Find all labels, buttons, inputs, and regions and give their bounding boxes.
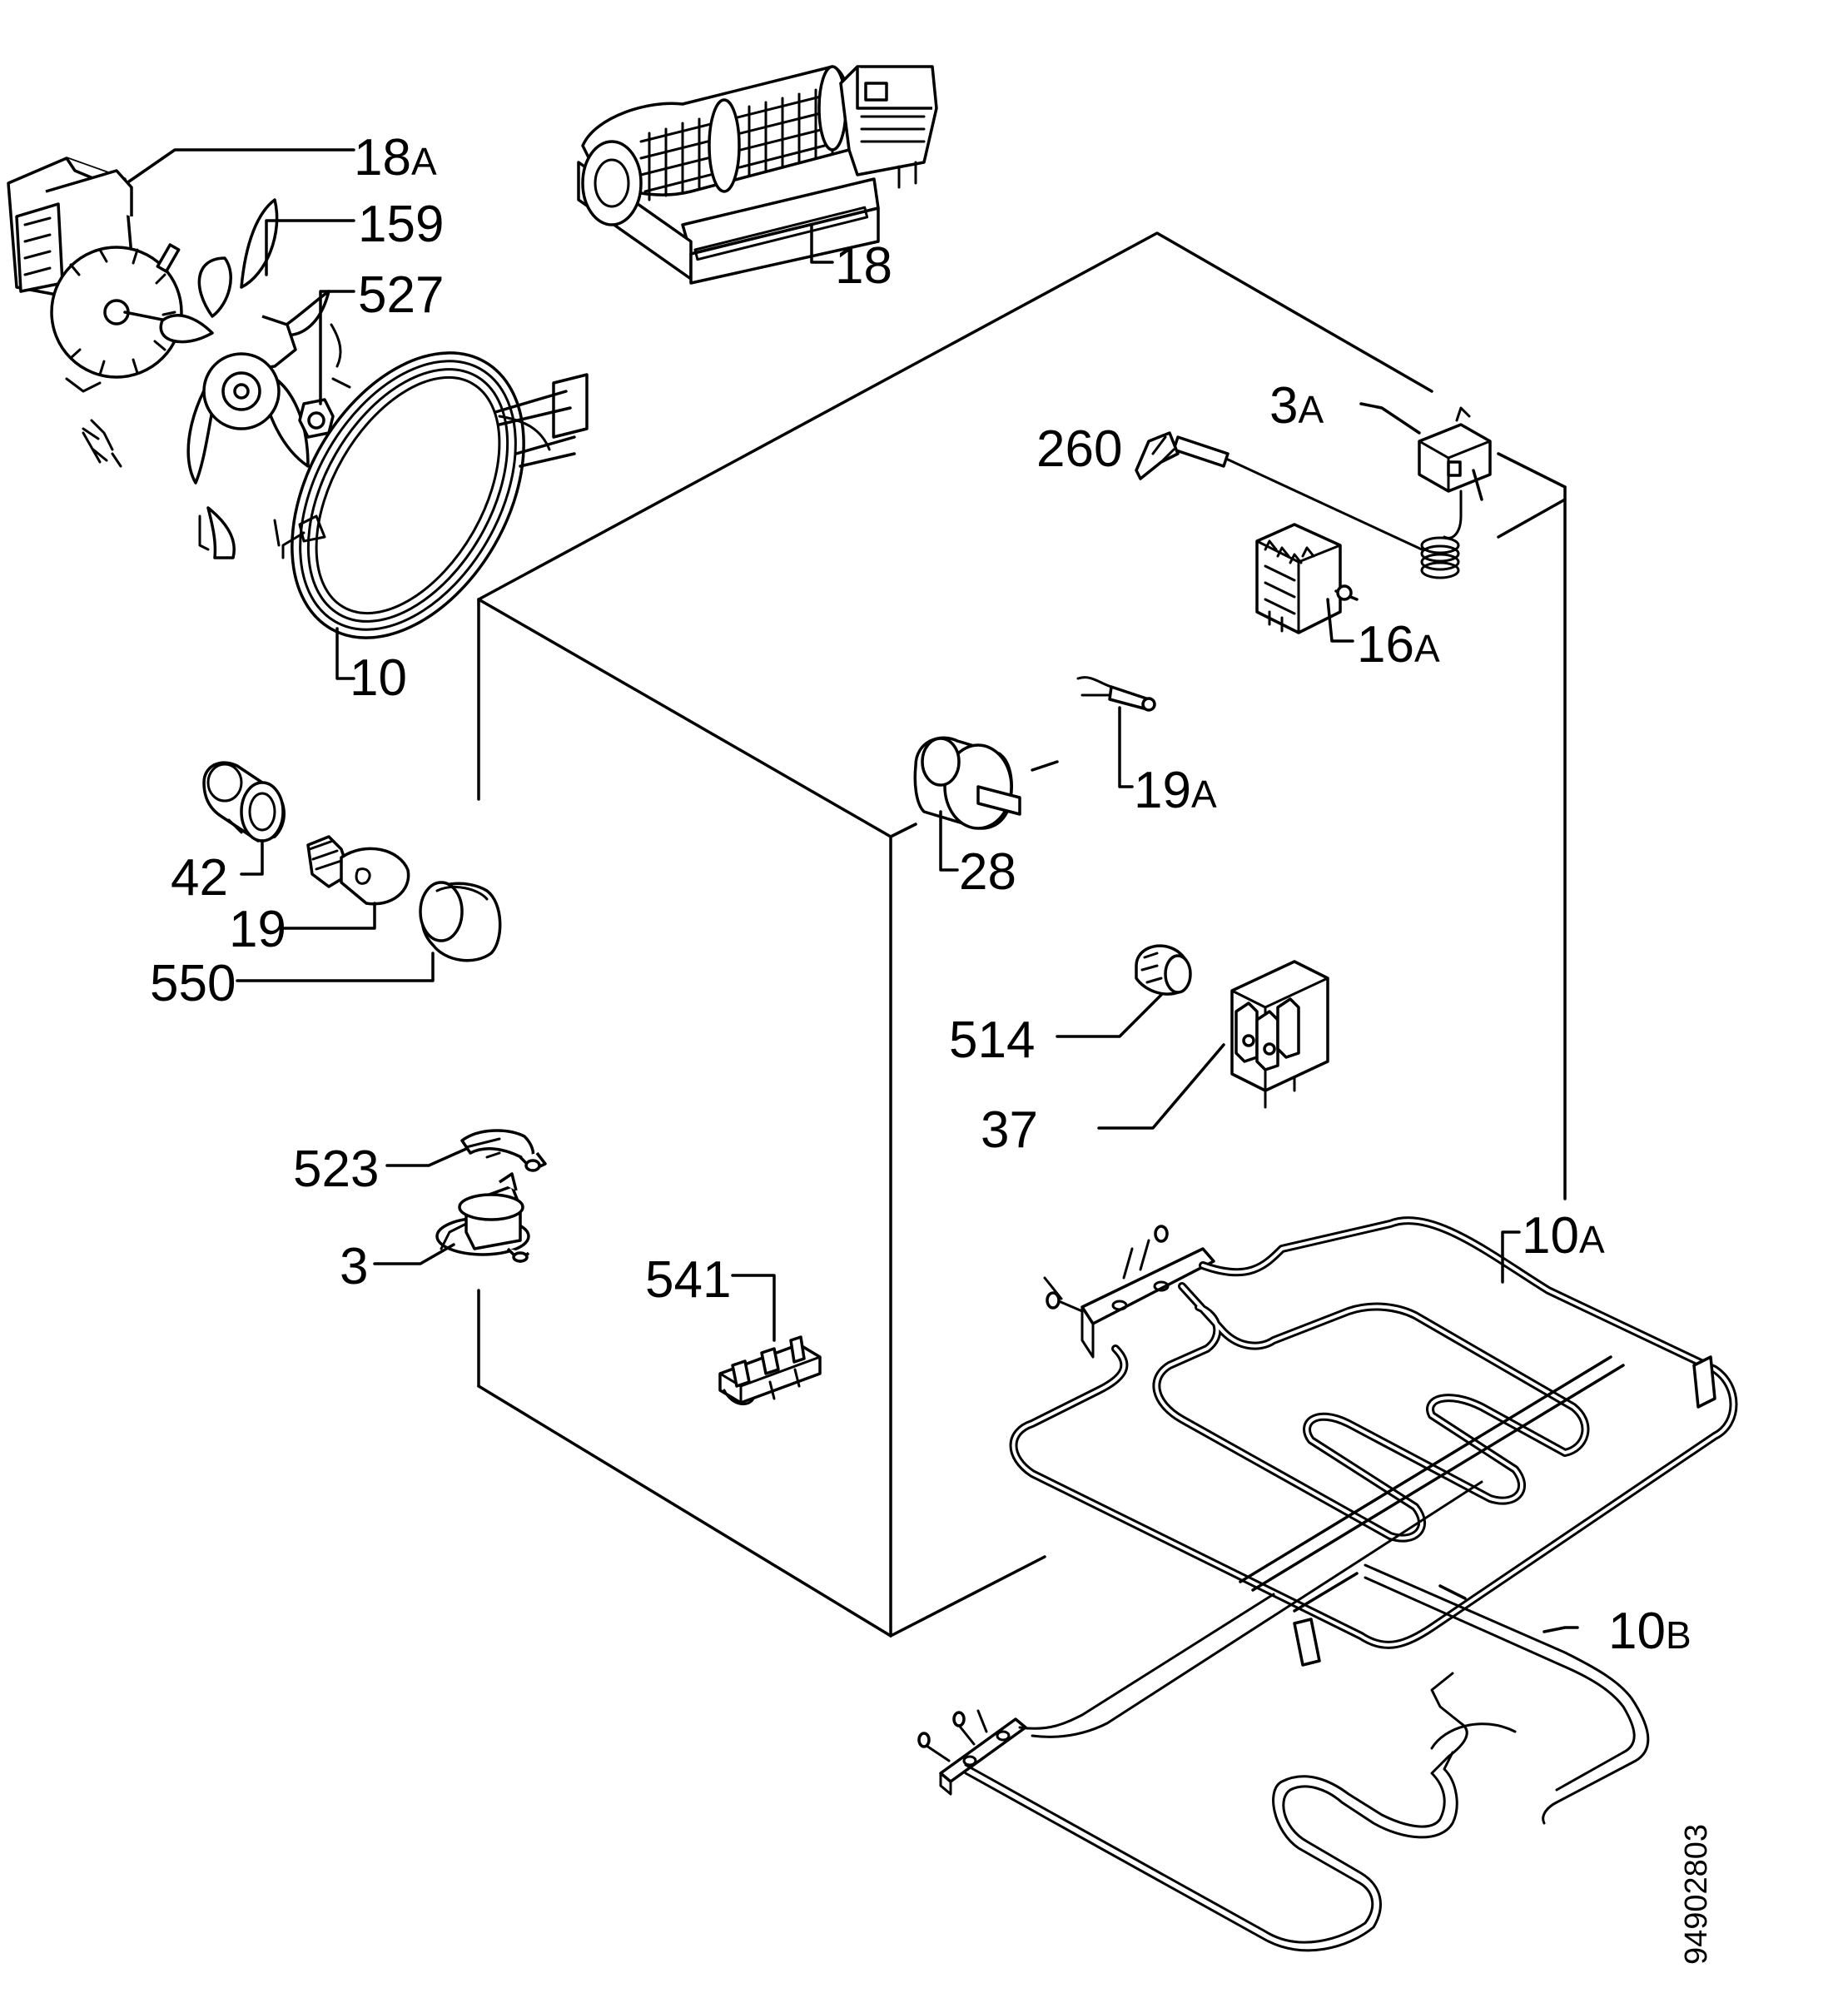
grill-element-10A-part (1009, 1216, 1738, 1667)
label-16A: 16A (1357, 616, 1440, 673)
fan-nut-part (298, 323, 351, 439)
leader-159 (265, 219, 355, 276)
selector-switch-part (1255, 523, 1359, 634)
label-10: 10 (350, 649, 407, 707)
leader-18 (810, 223, 834, 264)
oven-cabinet (477, 231, 1567, 1638)
part-labels: 18A 159 527 18 10 3A 260 16A 19A 28 42 1… (150, 129, 1714, 1965)
leader-527 (319, 290, 355, 405)
leader-10 (335, 627, 355, 680)
drawing-code: 94902803 (1679, 1824, 1714, 1965)
tangential-fan-part (577, 65, 938, 285)
fan-motor-part (7, 157, 183, 468)
label-19: 19 (229, 901, 286, 958)
label-260: 260 (1036, 420, 1122, 478)
leader-3A (1359, 402, 1421, 435)
label-550: 550 (150, 955, 236, 1012)
leader-19A (1118, 706, 1134, 788)
bottom-element-10B-part (917, 1480, 1650, 1952)
probe-260-part (1135, 431, 1230, 480)
leader-42 (240, 839, 264, 876)
grommet-part (1135, 944, 1192, 996)
fan-blade-part (159, 198, 330, 559)
label-541: 541 (645, 1251, 731, 1309)
leader-37 (1097, 1043, 1225, 1130)
leader-541 (731, 1274, 776, 1342)
leader-550 (236, 952, 435, 982)
label-18A: 18A (354, 129, 437, 186)
glass-cover-part (419, 881, 502, 962)
leader-19 (281, 902, 376, 930)
label-42: 42 (171, 849, 228, 907)
leader-16A (1326, 598, 1354, 643)
lamp-holder-part (202, 761, 286, 842)
leader-28 (939, 810, 959, 872)
clip-523-part (460, 1129, 547, 1172)
label-10A: 10A (1522, 1207, 1605, 1265)
label-514: 514 (949, 1011, 1035, 1069)
leader-18A (127, 148, 355, 183)
lamp-bulb-part (306, 835, 410, 906)
connector-541-part (718, 1335, 822, 1406)
label-37: 37 (981, 1101, 1038, 1159)
label-10B: 10B (1608, 1603, 1692, 1660)
leader-3 (373, 1243, 455, 1265)
label-527: 527 (358, 266, 444, 324)
safety-thermostat-part (435, 1172, 530, 1263)
leader-523 (385, 1147, 468, 1167)
leader-514 (1056, 993, 1163, 1038)
leader-10A (1501, 1230, 1521, 1284)
label-159: 159 (358, 196, 444, 253)
label-18: 18 (835, 237, 892, 295)
terminal-block-part (1230, 960, 1329, 1109)
label-28: 28 (959, 843, 1016, 901)
label-523: 523 (293, 1141, 379, 1198)
label-3: 3 (340, 1238, 368, 1295)
label-3A: 3A (1269, 377, 1324, 435)
circular-heater-part (281, 351, 589, 639)
leader-10B (1542, 1626, 1579, 1633)
thermostat-3A-part (1214, 406, 1492, 579)
label-19A: 19A (1134, 762, 1217, 819)
lamp-19A-part (1076, 676, 1156, 712)
knob-part (913, 736, 1059, 830)
